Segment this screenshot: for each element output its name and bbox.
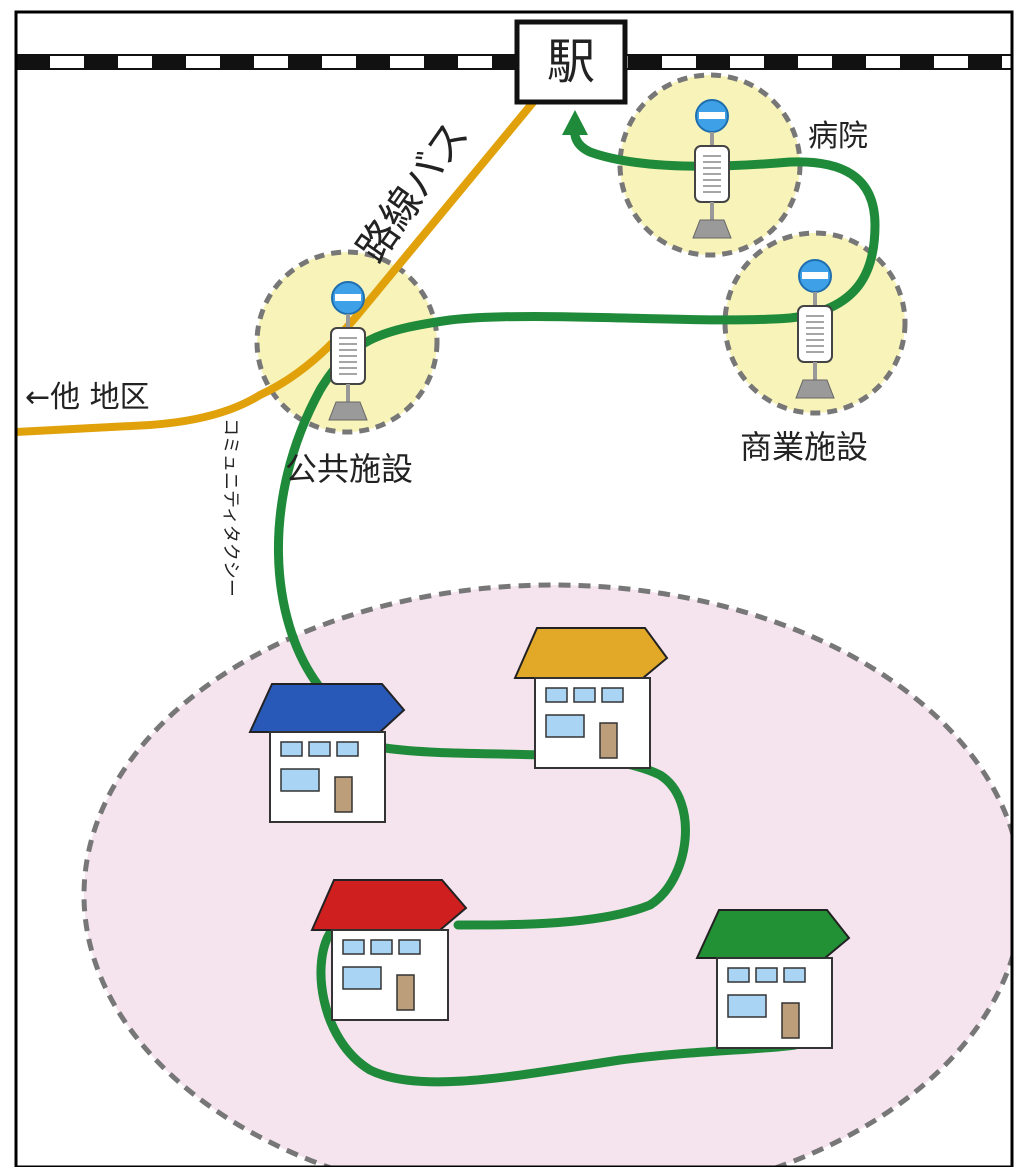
community-taxi-label: コミュニティタクシー: [220, 418, 241, 597]
house-icon-yellow: [513, 627, 669, 769]
hospital-label: 病院: [808, 119, 868, 154]
diagram-frame: [14, 10, 1014, 1167]
commercial-facility-label: 商業施設: [740, 428, 868, 466]
arrow-head-icon: [562, 110, 588, 135]
house-icon-blue: [248, 683, 406, 823]
station-label: 駅: [547, 34, 595, 90]
house-icon-red: [310, 879, 468, 1021]
station: 駅: [514, 19, 628, 105]
house-icon-green: [695, 909, 851, 1049]
community-taxi-line: [273, 115, 880, 1087]
public-facility-label: 公共施設: [285, 450, 413, 488]
other-district-label: ←他 地区: [25, 380, 150, 415]
